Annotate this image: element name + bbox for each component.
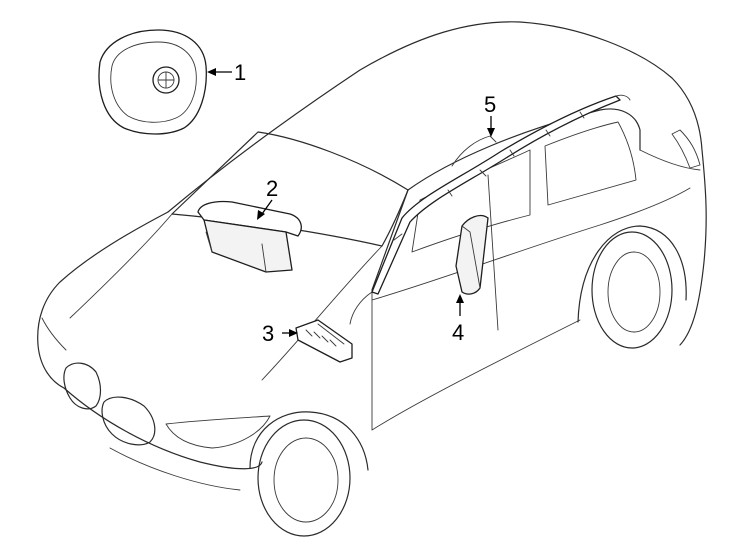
rear-quarter — [639, 149, 701, 171]
roof-outline — [167, 21, 707, 346]
seat-side-airbag-part[interactable] — [455, 214, 489, 295]
knee-airbag-body — [295, 319, 353, 363]
callout-label-2: 2 — [266, 176, 278, 201]
curtain-airbag-end — [615, 94, 631, 101]
roundel-cross-icon — [157, 71, 175, 89]
rear-wheel-arch — [577, 225, 687, 323]
curtain-airbag-part[interactable] — [371, 94, 631, 295]
callout-3: 3 — [262, 321, 298, 346]
vehicle-outline — [37, 21, 707, 537]
passenger-airbag-part[interactable] — [197, 200, 302, 273]
front-fender-line — [41, 317, 67, 351]
callout-4: 4 — [452, 294, 464, 345]
passenger-airbag-top — [197, 200, 302, 237]
rear-lamp — [671, 129, 701, 169]
callout-label-1: 1 — [234, 60, 246, 85]
door-frame — [407, 108, 641, 191]
kidney-grille-right — [101, 396, 156, 446]
front-wheel-arch — [249, 411, 369, 471]
rear-wheel-rim — [607, 251, 661, 333]
front-wheel — [257, 419, 351, 537]
hood-crease-2 — [261, 245, 383, 381]
knee-airbag-part[interactable] — [295, 319, 353, 363]
passenger-airbag-edge-2 — [261, 243, 267, 273]
callout-2: 2 — [257, 176, 278, 220]
passenger-airbag-edge — [205, 231, 213, 253]
curtain-airbag-inflator — [451, 135, 497, 167]
headlight — [165, 415, 271, 449]
front-bumper — [63, 387, 263, 470]
b-pillar — [487, 174, 499, 331]
curtain-airbag-clips — [393, 111, 585, 241]
arrowhead-4-icon — [456, 294, 464, 303]
a-pillar — [371, 189, 409, 291]
hood-outline — [37, 211, 169, 389]
hood-crease — [69, 213, 173, 319]
steering-airbag-inner — [110, 41, 197, 123]
arrowhead-3-icon — [289, 329, 298, 337]
front-lower-grille — [109, 447, 241, 491]
knee-airbag-detail — [305, 323, 345, 347]
arrowhead-5-icon — [487, 128, 495, 137]
callout-label-3: 3 — [262, 321, 274, 346]
rear-wheel — [591, 231, 673, 349]
rocker-line — [371, 289, 581, 431]
side-crease — [371, 187, 691, 301]
kidney-grille-left — [63, 362, 102, 410]
arrowhead-1-icon — [207, 68, 216, 76]
callout-label-4: 4 — [452, 320, 464, 345]
curtain-airbag-tube — [371, 95, 621, 295]
seat-airbag-edge — [461, 225, 481, 289]
side-window-rear — [544, 121, 637, 206]
callout-5: 5 — [484, 92, 496, 137]
callout-1: 1 — [207, 60, 246, 85]
leader-line-2 — [261, 199, 273, 215]
seat-airbag-body — [455, 214, 489, 295]
callout-label-5: 5 — [484, 92, 496, 117]
arrowhead-2-icon — [257, 210, 265, 220]
front-wheel-rim — [273, 437, 339, 523]
mirror — [349, 291, 373, 325]
steering-airbag-part[interactable] — [98, 29, 207, 135]
